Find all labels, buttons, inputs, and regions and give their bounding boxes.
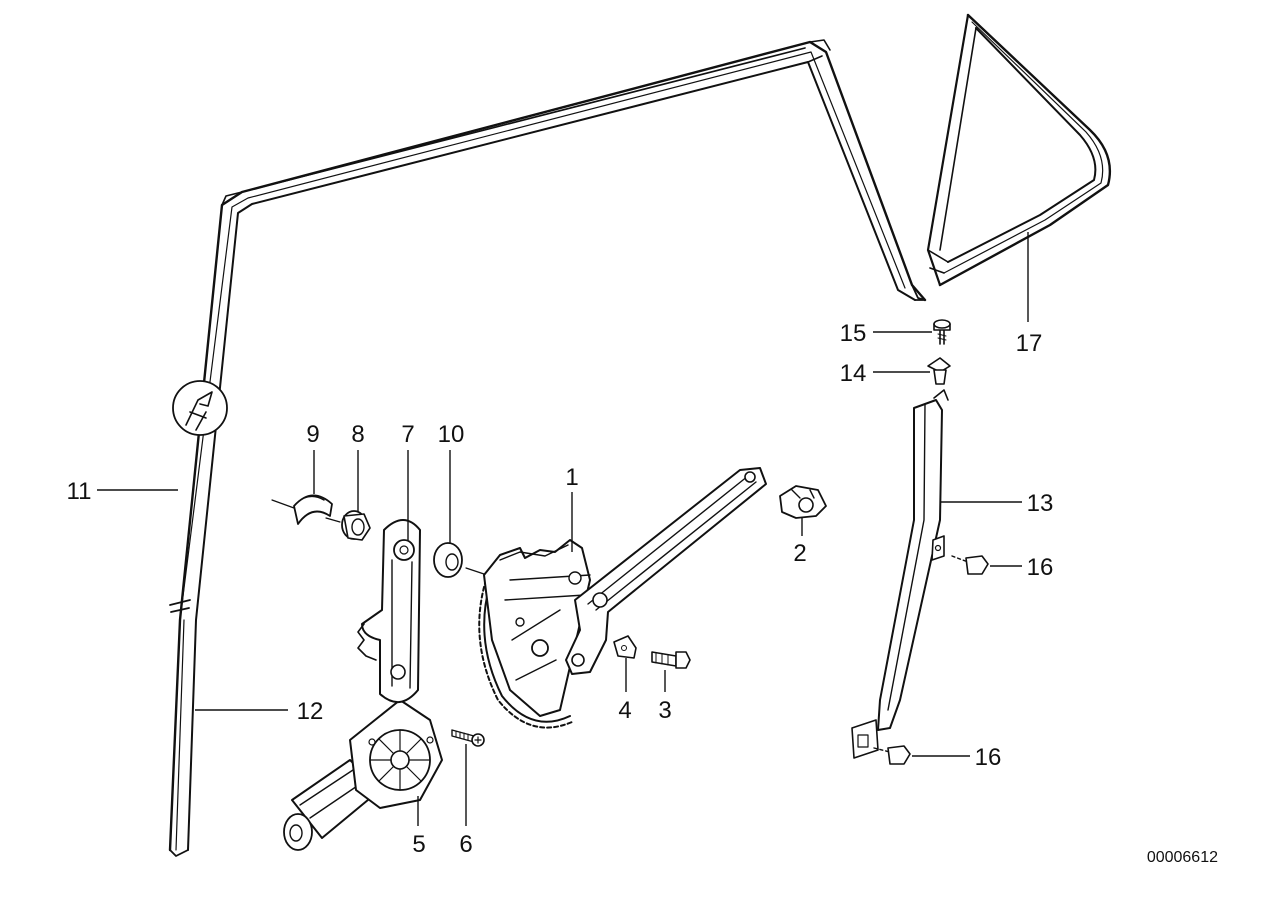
drive-link-7: [357, 519, 421, 703]
callout-12: 12: [297, 698, 324, 725]
window-regulator-1: [478, 467, 767, 729]
rear-window-frame: [926, 13, 1112, 287]
bolt-16-upper: [951, 555, 989, 575]
callout-5: 5: [412, 831, 425, 858]
callout-3: 3: [658, 697, 671, 724]
clip-nut-14: [927, 357, 951, 385]
bush-8: [325, 510, 371, 541]
callout-16-lower: 16: [975, 744, 1002, 771]
bolt-3: [651, 651, 691, 669]
callout-16-upper: 16: [1027, 554, 1054, 581]
callout-4: 4: [618, 697, 631, 724]
callout-11: 11: [67, 478, 92, 505]
diagram-code: 00006612: [1147, 849, 1218, 866]
slider-2: [779, 485, 827, 519]
callout-labels: 1 2 3 4 5 6 7 8 9 10 11 12 13 14 15 16 1…: [67, 320, 1054, 858]
window-channel-front: [168, 39, 927, 857]
screw-15: [933, 319, 951, 345]
bracket-9: [271, 494, 333, 525]
callout-2: 2: [793, 540, 806, 567]
screw-6: [451, 729, 485, 747]
callout-14: 14: [840, 360, 867, 387]
window-motor-5: [283, 699, 443, 851]
callout-9: 9: [306, 421, 319, 448]
callout-17: 17: [1016, 330, 1043, 357]
callout-10: 10: [438, 421, 465, 448]
callout-13: 13: [1027, 490, 1054, 517]
callout-7: 7: [401, 421, 414, 448]
hand-pointer-note-icon: [172, 380, 228, 436]
clip-4: [613, 635, 637, 659]
callout-8: 8: [351, 421, 364, 448]
leader-lines: [97, 232, 1029, 826]
callout-1: 1: [565, 464, 578, 491]
callout-15: 15: [840, 320, 867, 347]
callout-6: 6: [459, 831, 472, 858]
bolt-16-lower: [873, 745, 911, 765]
rear-guide-rail: [851, 389, 949, 759]
bush-10: [433, 542, 485, 578]
